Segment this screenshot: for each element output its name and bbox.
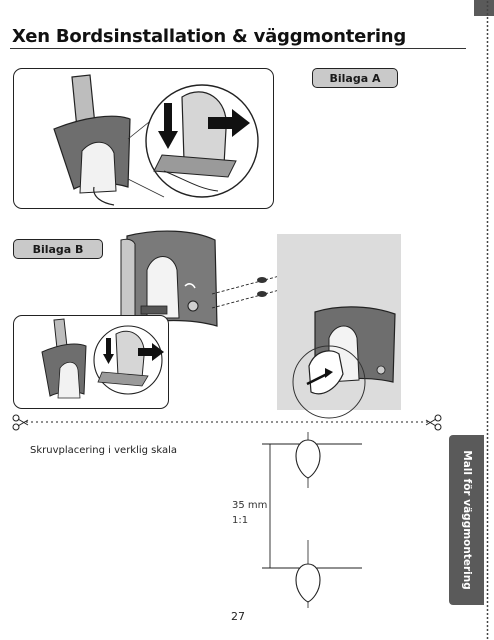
- side-tab-label: Mall för väggmontering: [460, 450, 473, 590]
- wall-mount-unit-drawing: [120, 230, 218, 327]
- scissors-icon-left: [12, 414, 29, 431]
- figure-b-label: Bilaga B: [13, 239, 103, 259]
- keyhole-bottom: [295, 563, 321, 603]
- page-number: 27: [231, 610, 245, 623]
- figure-a-label: Bilaga A: [312, 68, 398, 88]
- wall-mounted-unit-drawing: [292, 306, 396, 419]
- figure-b-illustration: [13, 315, 169, 409]
- ratio-label: 1:1: [232, 515, 249, 526]
- side-tab: Mall för väggmontering: [449, 435, 484, 605]
- page-corner-tab: [474, 0, 494, 16]
- title-rule: [10, 48, 466, 49]
- mounting-template: [262, 432, 362, 608]
- figure-a-illustration: [13, 68, 274, 209]
- scale-note: Skruvplacering i verklig skala: [30, 445, 178, 456]
- keyhole-top: [295, 439, 321, 479]
- page-edge-dots: [486, 0, 489, 640]
- cut-line: [12, 414, 442, 431]
- distance-label: 35 mm: [232, 500, 268, 511]
- phone-desk-stand-drawing: [53, 74, 259, 206]
- phone-stand-removal-drawing: [41, 318, 164, 399]
- page-title: Xen Bordsinstallation & väggmontering: [12, 26, 407, 47]
- scissors-icon-right: [425, 414, 442, 431]
